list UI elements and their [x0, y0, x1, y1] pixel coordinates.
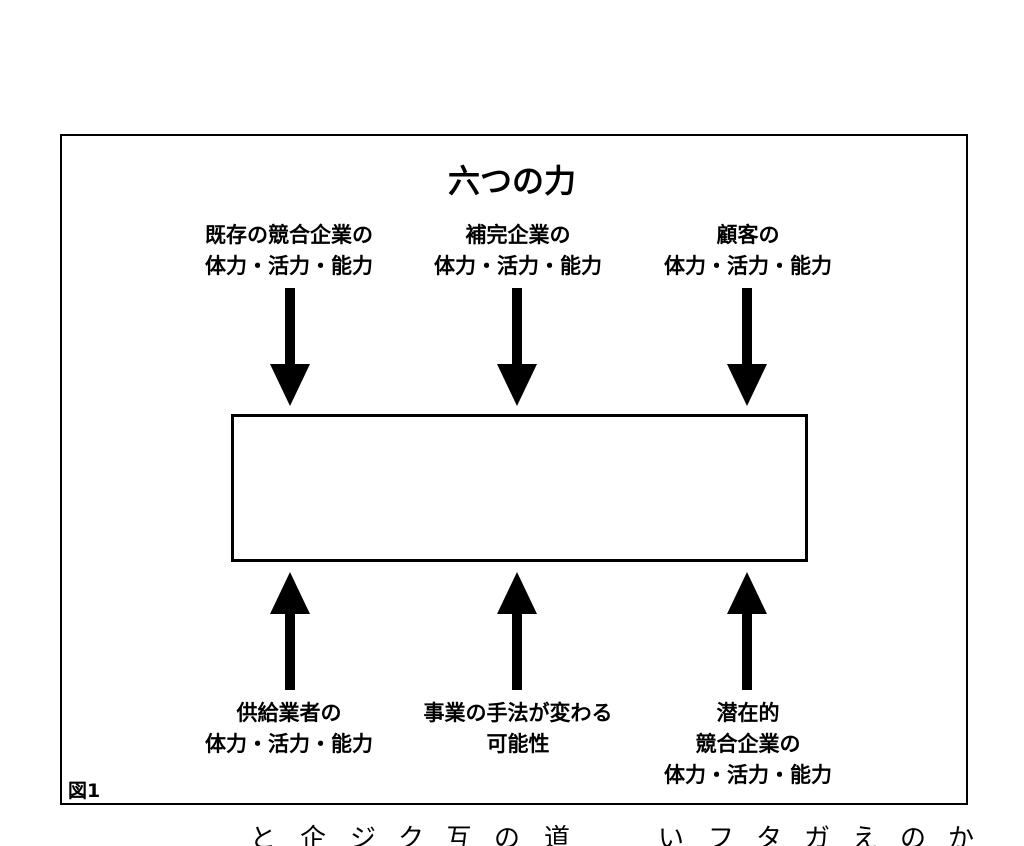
label-line: 体力・活力・能力 [205, 732, 373, 756]
figure-label: 図1 [68, 780, 101, 802]
label-complementors: 補完企業の 体力・活力・能力 [378, 220, 658, 282]
char: タ [756, 824, 783, 846]
label-line: 競合企業の [695, 732, 801, 756]
char: ジ [350, 824, 377, 846]
label-line: 顧客の [716, 223, 780, 247]
label-suppliers: 供給業者の 体力・活力・能力 [149, 698, 429, 760]
label-line: 体力・活力・能力 [664, 254, 832, 278]
center-box [231, 414, 808, 562]
figure-frame [60, 134, 968, 805]
label-line: 補完企業の [465, 223, 571, 247]
char: え [852, 824, 879, 846]
diagram-title: 六つの力 [447, 162, 576, 200]
char: か [948, 824, 975, 846]
arrow-up-right [727, 572, 767, 690]
cropped-body-text: と 企 ジ ク 互 の 道 い フ タ ガ え の か [0, 822, 1024, 846]
char: と [250, 824, 277, 846]
label-potential-competitors: 潜在的 競合企業の 体力・活力・能力 [608, 698, 888, 791]
arrow-up-left [270, 572, 310, 690]
char: の [494, 824, 521, 846]
char: の [900, 824, 927, 846]
char: ク [398, 824, 425, 846]
label-line: 供給業者の [236, 701, 342, 725]
label-business-method-change: 事業の手法が変わる 可能性 [378, 698, 658, 760]
char: い [658, 824, 685, 846]
arrow-down-right [727, 288, 767, 406]
char: 互 [446, 824, 473, 846]
arrow-down-center [497, 288, 537, 406]
label-line: 潜在的 [716, 701, 780, 725]
label-line: 可能性 [486, 732, 550, 756]
char: ガ [804, 824, 831, 846]
label-existing-competitors: 既存の競合企業の 体力・活力・能力 [149, 220, 429, 282]
label-line: 事業の手法が変わる [423, 701, 613, 725]
label-line: 体力・活力・能力 [205, 254, 373, 278]
char: 道 [544, 824, 571, 846]
arrow-up-center [497, 572, 537, 690]
label-customers: 顧客の 体力・活力・能力 [608, 220, 888, 282]
char: フ [708, 824, 735, 846]
label-line: 体力・活力・能力 [434, 254, 602, 278]
arrow-down-left [270, 288, 310, 406]
char: 企 [300, 824, 327, 846]
label-line: 既存の競合企業の [205, 223, 373, 247]
label-line: 体力・活力・能力 [664, 763, 832, 787]
